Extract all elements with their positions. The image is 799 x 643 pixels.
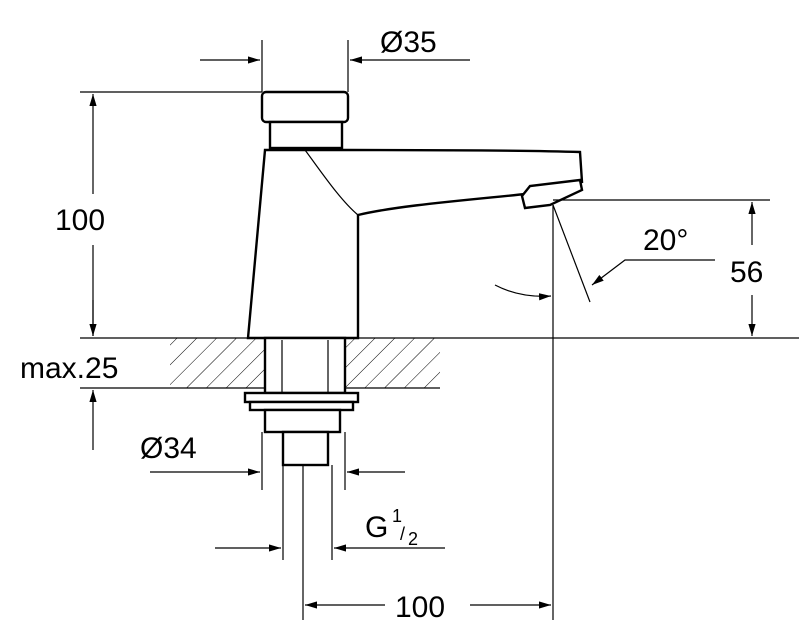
label-top-diameter: Ø35 xyxy=(380,26,437,59)
washer xyxy=(243,391,360,404)
mounting-shank xyxy=(263,336,347,395)
push-button xyxy=(260,90,350,124)
thread-connection xyxy=(281,430,330,467)
lock-nut xyxy=(263,408,342,434)
svg-text:2: 2 xyxy=(408,529,418,549)
label-spout-height: 56 xyxy=(730,256,763,289)
faucet-body xyxy=(243,90,584,467)
label-height: 100 xyxy=(55,204,105,237)
label-max-thickness: max.25 xyxy=(20,352,118,385)
label-angle: 20° xyxy=(643,224,688,257)
label-thread: G 1 / 2 xyxy=(365,506,418,549)
svg-text:1: 1 xyxy=(392,506,402,526)
label-base-diameter: Ø34 xyxy=(140,432,197,465)
dimension-lines xyxy=(80,40,799,620)
svg-text:G: G xyxy=(365,511,388,544)
aerator xyxy=(520,178,584,210)
svg-text:/: / xyxy=(400,524,405,544)
button-nut xyxy=(268,120,344,150)
label-projection: 100 xyxy=(395,591,445,624)
